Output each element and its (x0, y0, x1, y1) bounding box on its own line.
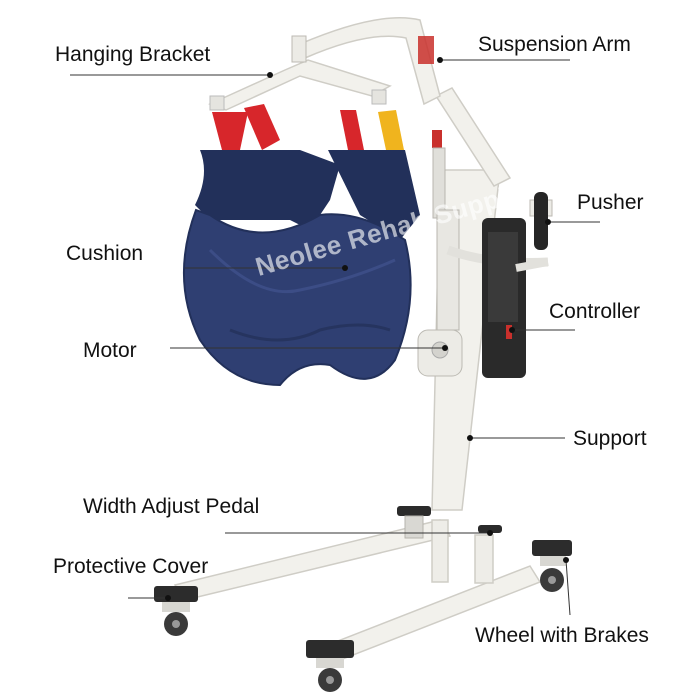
label-wheel-with-brakes: Wheel with Brakes (475, 624, 649, 647)
actuator-motor (417, 147, 463, 377)
caster-wheels (154, 540, 572, 692)
label-protective-cover: Protective Cover (53, 555, 209, 578)
controller-and-pusher (446, 192, 553, 378)
label-cushion: Cushion (66, 242, 144, 265)
label-hanging-bracket: Hanging Bracket (55, 43, 211, 66)
leader-lines (70, 57, 600, 616)
hanging-bracket-shape (208, 35, 392, 111)
label-controller: Controller (549, 300, 641, 323)
suspension-arm-shape (299, 17, 442, 148)
label-motor: Motor (83, 339, 137, 362)
label-width-adjust-pedal: Width Adjust Pedal (83, 495, 260, 518)
sling-cushion (183, 104, 420, 387)
label-suspension-arm: Suspension Arm (478, 33, 631, 56)
label-support: Support (573, 427, 647, 450)
label-pusher: Pusher (577, 191, 644, 214)
base-frame (173, 519, 542, 665)
